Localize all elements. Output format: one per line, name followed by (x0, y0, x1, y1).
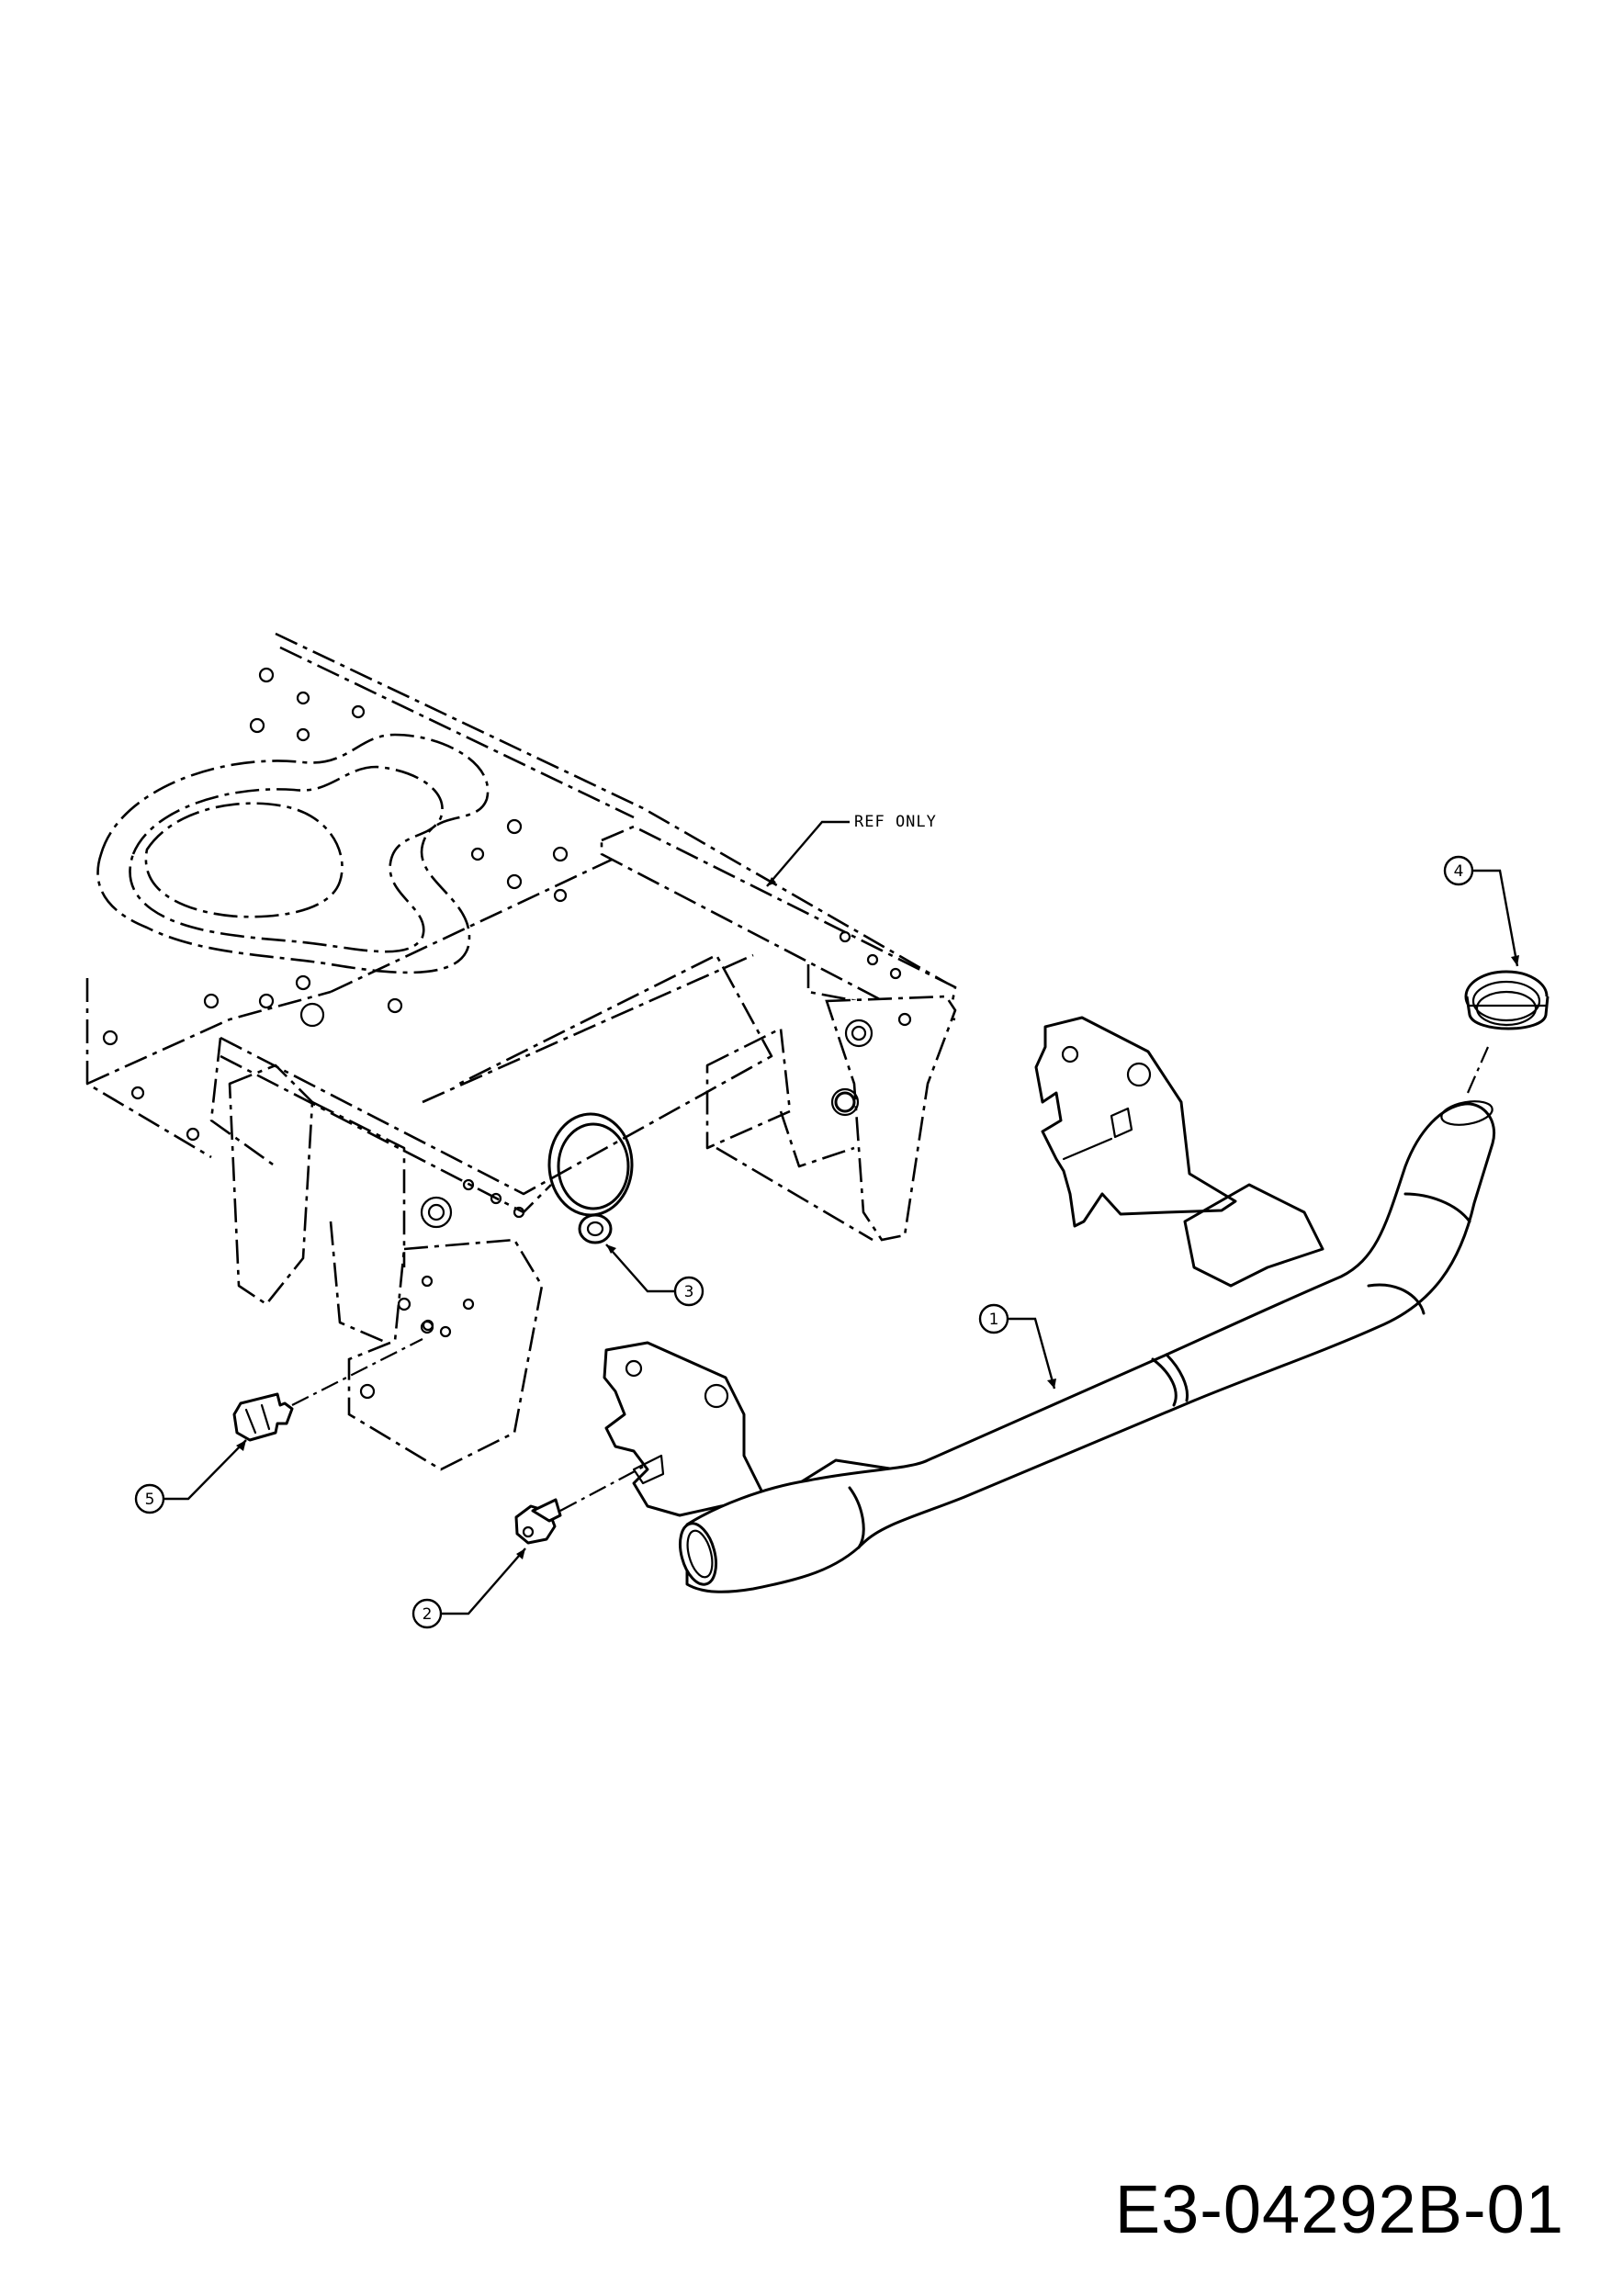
part-2-flange-screw (514, 1446, 682, 1545)
callout-5-number: 5 (145, 1491, 155, 1509)
reference-note: REF ONLY (766, 813, 937, 887)
frame-holes (102, 667, 912, 1400)
part-4-end-cap (1464, 970, 1550, 1030)
tractor-frame-reference (85, 632, 957, 1471)
callout-3-number: 3 (684, 1283, 694, 1301)
callout-1-number: 1 (989, 1311, 999, 1329)
part-1-bumper (603, 1016, 1495, 1593)
callout-5: 5 (134, 1439, 247, 1514)
ref-only-label: REF ONLY (854, 813, 937, 831)
callout-2-number: 2 (423, 1605, 433, 1624)
callout-3: 3 (605, 1244, 704, 1307)
callout-4-number: 4 (1454, 862, 1464, 881)
drawing-number: E3-04292B-01 (1114, 2171, 1564, 2247)
callout-1: 1 (978, 1303, 1056, 1390)
callout-4: 4 (1443, 855, 1519, 967)
part-5-hex-bolt (232, 1319, 434, 1442)
part-3-lock-nut (547, 1112, 634, 1244)
callout-2: 2 (411, 1548, 526, 1629)
